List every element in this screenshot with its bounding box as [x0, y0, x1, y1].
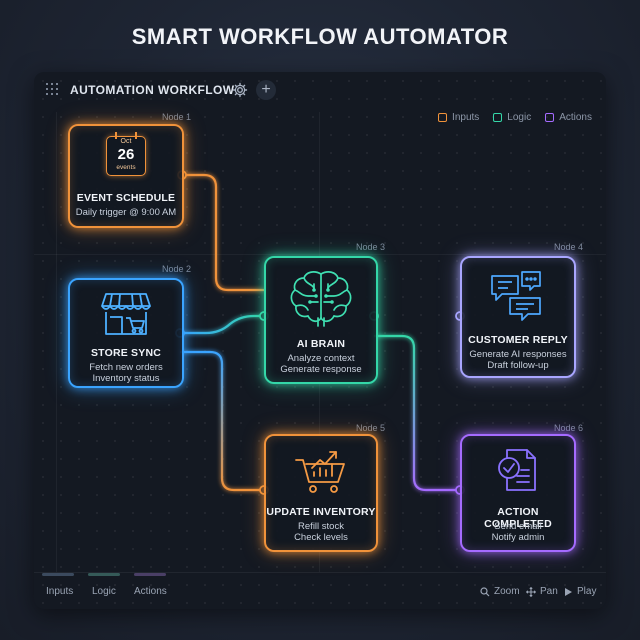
node-title: ACTION COMPLETED — [484, 506, 552, 530]
node-line: Daily trigger @ 9:00 AM — [75, 207, 177, 218]
cart-growth-icon — [266, 446, 376, 496]
node-line: Fetch new orders — [89, 362, 163, 373]
zoom-control[interactable]: Zoom — [480, 586, 520, 597]
toolbar-title: AUTOMATION WORKFLOW — [70, 83, 235, 97]
node-event-schedule[interactable]: Oct 26 events EVENT SCHEDULE Daily trigg… — [68, 124, 184, 228]
calendar-icon: Oct 26 events — [70, 132, 182, 176]
page-title: SMART WORKFLOW AUTOMATOR — [131, 24, 509, 49]
tab-indicator — [88, 573, 120, 576]
node-line: Check levels — [294, 532, 348, 543]
node-line: Draft follow-up — [487, 360, 549, 371]
node-line: Generate AI responses — [469, 349, 567, 360]
legend-item-actions: Actions — [545, 112, 592, 123]
pan-icon — [526, 586, 536, 597]
tab-indicator — [134, 573, 166, 576]
node-line: Generate response — [280, 364, 362, 375]
pan-label: Pan — [540, 586, 558, 597]
node-label: Node 6 — [554, 423, 584, 433]
legend-label: Logic — [507, 112, 532, 123]
legend-label: Actions — [559, 112, 592, 123]
node-line: Refill stock — [298, 521, 344, 532]
add-node-button[interactable]: + — [256, 80, 276, 100]
node-store-sync[interactable]: STORE SYNC Fetch new orders Inventory st… — [68, 278, 184, 388]
legend: Inputs Logic Actions — [438, 112, 592, 123]
zoom-label: Zoom — [494, 586, 520, 597]
node-label: Node 3 — [356, 242, 386, 252]
tab-actions[interactable]: Actions — [134, 586, 167, 597]
grid-line — [56, 112, 57, 572]
node-title: UPDATE INVENTORY — [266, 506, 376, 518]
calendar-month: Oct — [120, 138, 132, 145]
node-line: Analyze context — [287, 353, 355, 364]
brain-icon — [266, 268, 376, 328]
node-line: Inventory status — [92, 373, 160, 384]
zoom-icon — [480, 586, 490, 596]
node-label: Node 2 — [162, 264, 192, 274]
workflow-panel: AUTOMATION WORKFLOW + Inputs Logic Actio… — [34, 72, 606, 609]
grid-line — [34, 254, 606, 255]
tab-logic[interactable]: Logic — [92, 586, 116, 597]
node-title: EVENT SCHEDULE — [76, 192, 176, 204]
wire-n3-n6 — [374, 334, 460, 492]
chat-bubbles-icon — [462, 268, 574, 324]
node-update-inventory[interactable]: UPDATE INVENTORY Refill stock Check leve… — [264, 434, 378, 552]
calendar-sub: events — [116, 164, 136, 171]
wire-n1-n3 — [182, 173, 264, 292]
node-label: Node 1 — [162, 112, 192, 122]
grip-icon[interactable] — [46, 83, 60, 97]
node-action-completed[interactable]: ACTION COMPLETED Send email Notify admin — [460, 434, 576, 552]
play-control[interactable]: Play — [564, 586, 596, 597]
document-check-icon — [462, 446, 574, 496]
toolbar: AUTOMATION WORKFLOW + — [34, 72, 606, 108]
node-label: Node 5 — [356, 423, 386, 433]
node-title: AI BRAIN — [296, 338, 346, 350]
node-ai-brain[interactable]: AI BRAIN Analyze context Generate respon… — [264, 256, 378, 384]
legend-swatch — [545, 113, 555, 122]
pan-control[interactable]: Pan — [526, 586, 558, 597]
legend-item-logic: Logic — [493, 112, 531, 123]
legend-swatch — [438, 113, 448, 122]
storefront-icon — [70, 290, 182, 336]
calendar-day: 26 — [117, 146, 135, 163]
gear-icon[interactable] — [232, 82, 248, 98]
node-line: Send email — [494, 521, 542, 532]
play-icon — [565, 587, 572, 596]
legend-item-inputs: Inputs — [438, 112, 479, 123]
wire-n2-n5 — [180, 350, 264, 492]
legend-label: Inputs — [452, 112, 480, 123]
wire-n2-n3 — [180, 314, 264, 335]
node-label: Node 4 — [554, 242, 584, 252]
play-label: Play — [577, 586, 597, 597]
node-title: CUSTOMER REPLY — [468, 334, 568, 346]
tab-inputs[interactable]: Inputs — [46, 586, 74, 597]
footer-bar: Inputs Logic Actions Zoom Pan Play — [34, 572, 606, 609]
node-customer-reply[interactable]: CUSTOMER REPLY Generate AI responses Dra… — [460, 256, 576, 378]
legend-swatch — [493, 113, 503, 122]
node-title: STORE SYNC — [90, 347, 162, 359]
node-line: Notify admin — [491, 532, 545, 543]
tab-indicator — [42, 573, 74, 576]
